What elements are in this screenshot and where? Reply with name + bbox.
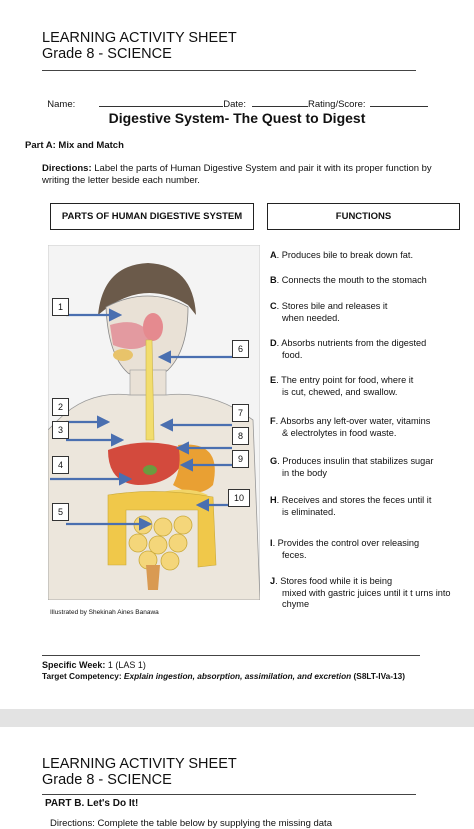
parts-header: PARTS OF HUMAN DIGESTIVE SYSTEM	[50, 203, 254, 230]
function-a: A. Produces bile to break down fat.	[270, 250, 413, 260]
label-box-8[interactable]: 8	[232, 427, 249, 445]
label-box-7[interactable]: 7	[232, 404, 249, 422]
target-competency: Target Competency: Explain ingestion, ab…	[42, 671, 406, 681]
grade-label: Grade 8 - SCIENCE	[42, 46, 172, 62]
label-box-5[interactable]: 5	[52, 503, 69, 521]
function-h: H. Receives and stores the feces until i…	[270, 495, 432, 517]
info-line: Name: Date: Rating/Score:	[42, 88, 428, 110]
directions: Directions: Label the parts of Human Dig…	[42, 163, 437, 187]
digestive-system-illustration	[48, 245, 260, 600]
label-box-10[interactable]: 10	[228, 489, 250, 507]
function-b: B. Connects the mouth to the stomach	[270, 275, 427, 285]
sheet-title: LEARNING ACTIVITY SHEET	[42, 30, 237, 46]
label-box-3[interactable]: 3	[52, 421, 69, 439]
function-f: F. Absorbs any left-over water, vitamins…	[270, 416, 431, 438]
illustration-credit: Illustrated by Shekinah Aines Banawa	[50, 609, 159, 616]
directions-text: Label the parts of Human Digestive Syste…	[42, 163, 432, 186]
functions-header: FUNCTIONS	[267, 203, 460, 230]
sheet-title-page2: LEARNING ACTIVITY SHEET	[42, 756, 237, 772]
divider	[42, 794, 416, 795]
grade-label-page2: Grade 8 - SCIENCE	[42, 772, 172, 788]
page-title: Digestive System- The Quest to Digest	[108, 110, 366, 126]
part-b-directions: Directions: Complete the table below by …	[50, 818, 332, 829]
rating-blank[interactable]	[369, 106, 428, 107]
date-blank[interactable]	[251, 106, 308, 107]
page-gap	[0, 709, 474, 727]
label-box-1[interactable]: 1	[52, 298, 69, 316]
label-box-6[interactable]: 6	[232, 340, 249, 358]
rating-label: Rating/Score:	[307, 99, 366, 110]
label-box-2[interactable]: 2	[52, 398, 69, 416]
name-label: Name:	[47, 99, 76, 110]
part-b-heading: PART B. Let's Do It!	[45, 798, 139, 809]
divider	[42, 655, 420, 656]
label-box-9[interactable]: 9	[232, 450, 249, 468]
specific-week: Specific Week: 1 (LAS 1)	[42, 660, 146, 670]
part-a-heading: Part A: Mix and Match	[25, 140, 124, 151]
date-label: Date:	[223, 99, 246, 110]
name-blank[interactable]	[99, 106, 224, 107]
divider	[42, 70, 416, 71]
label-box-4[interactable]: 4	[52, 456, 69, 474]
directions-label: Directions:	[42, 163, 92, 174]
function-g: G. Produces insulin that stabilizes suga…	[270, 456, 434, 478]
